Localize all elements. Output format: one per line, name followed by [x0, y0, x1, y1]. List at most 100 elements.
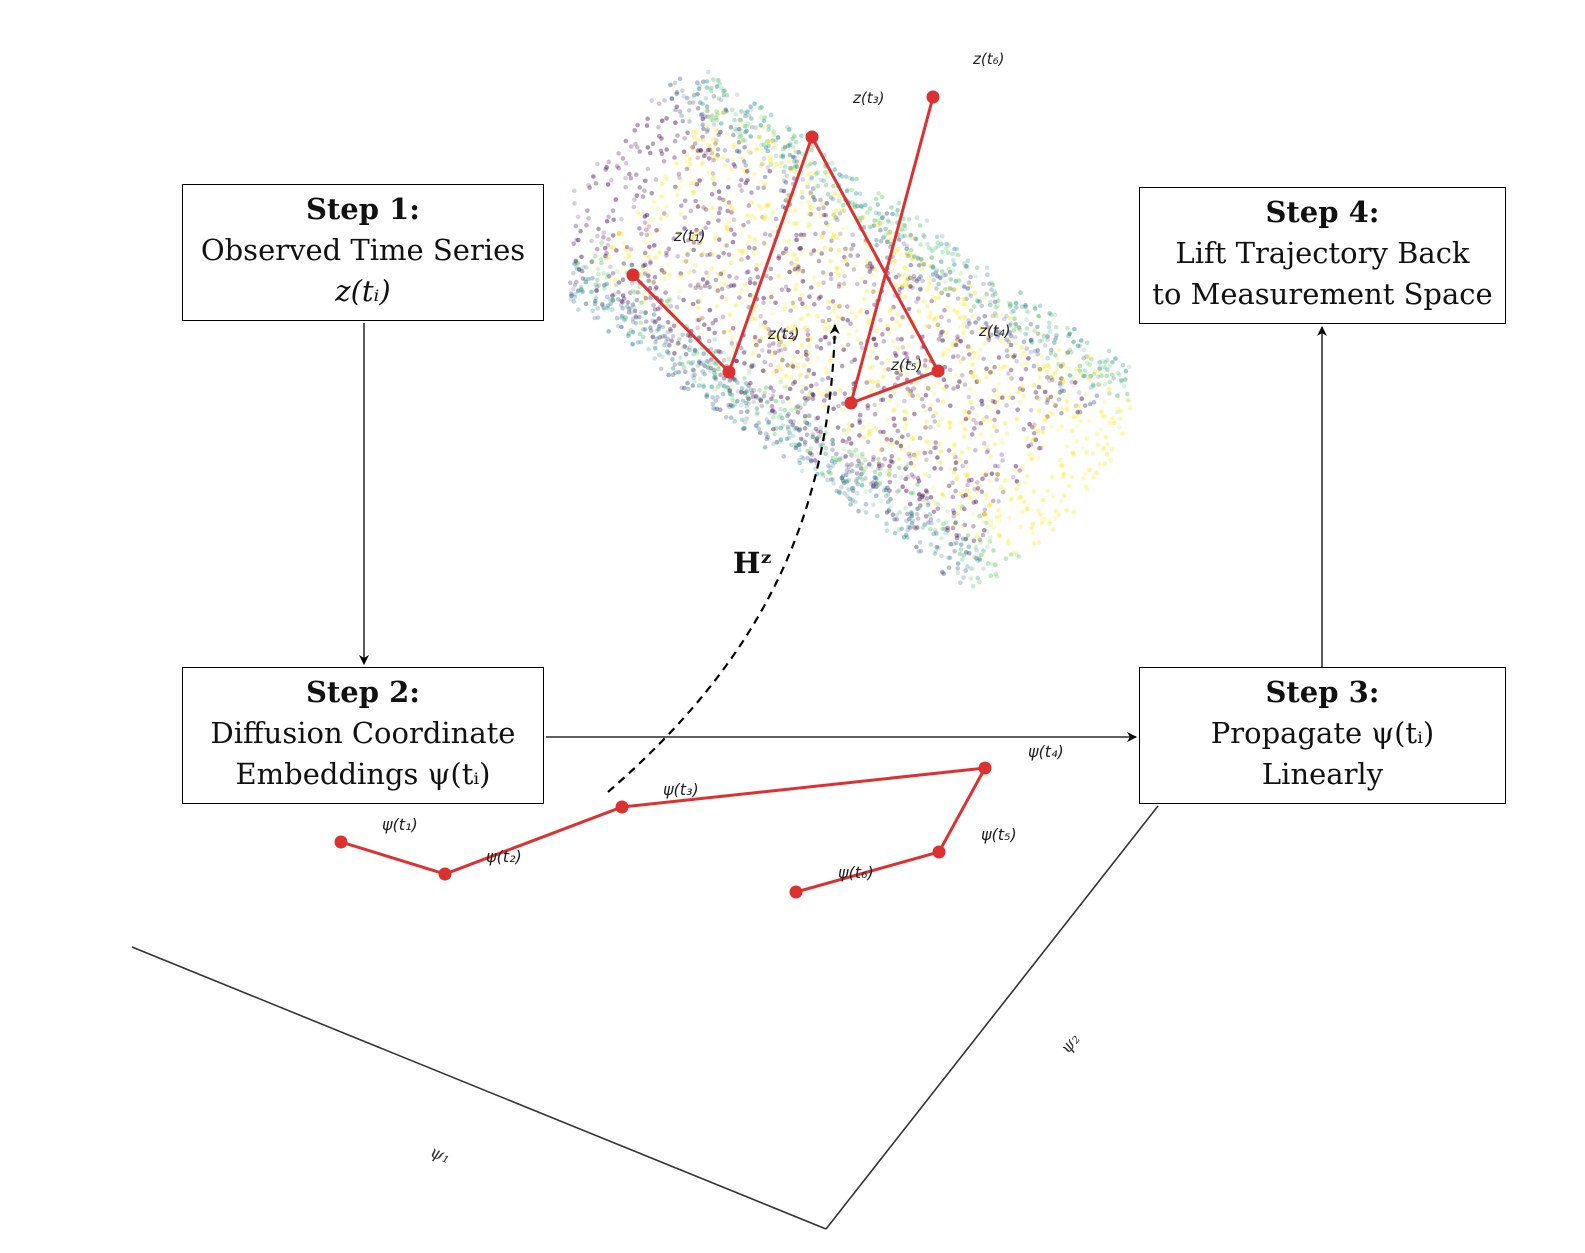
- manifold-sample-point: [907, 391, 912, 396]
- manifold-sample-point: [891, 390, 897, 396]
- embedding-trajectory: [334, 761, 992, 899]
- manifold-sample-point: [992, 417, 997, 423]
- manifold-sample-point: [897, 510, 902, 515]
- manifold-sample-point: [598, 257, 604, 262]
- manifold-sample-point: [761, 393, 767, 399]
- manifold-sample-point: [782, 306, 788, 312]
- manifold-sample-point: [575, 288, 581, 294]
- manifold-sample-point: [930, 264, 936, 269]
- manifold-sample-point: [791, 169, 797, 174]
- manifold-sample-point: [807, 294, 812, 300]
- manifold-sample-point: [764, 417, 770, 422]
- manifold-sample-point: [610, 271, 616, 276]
- manifold-sample-point: [793, 328, 798, 334]
- manifold-sample-point: [1076, 390, 1082, 395]
- manifold-sample-point: [966, 344, 971, 349]
- manifold-sample-point: [585, 208, 590, 213]
- manifold-sample-point: [678, 274, 684, 279]
- manifold-sample-point: [935, 322, 941, 328]
- manifold-sample-point: [592, 301, 598, 307]
- manifold-sample-point: [695, 106, 701, 111]
- manifold-sample-point: [623, 138, 629, 144]
- manifold-sample-point: [659, 136, 664, 141]
- manifold-sample-point: [650, 141, 656, 146]
- manifold-sample-point: [723, 296, 729, 302]
- manifold-sample-point: [958, 547, 964, 552]
- manifold-sample-point: [830, 437, 836, 443]
- manifold-sample-point: [870, 364, 876, 370]
- manifold-sample-point: [932, 551, 938, 556]
- manifold-sample-point: [831, 232, 837, 237]
- manifold-sample-point: [945, 483, 950, 489]
- manifold-sample-point: [1026, 443, 1031, 449]
- manifold-sample-point: [899, 283, 905, 288]
- manifold-sample-point: [659, 268, 665, 273]
- manifold-sample-point: [770, 130, 775, 136]
- manifold-sample-point: [717, 195, 722, 201]
- manifold-sample-point: [761, 156, 767, 161]
- manifold-sample-point: [1041, 516, 1047, 522]
- manifold-sample-point: [989, 471, 995, 477]
- manifold-sample-point: [845, 493, 850, 499]
- manifold-sample-point: [915, 393, 921, 398]
- manifold-sample-point: [734, 128, 739, 133]
- manifold-sample-point: [903, 532, 909, 538]
- manifold-sample-point: [704, 123, 709, 128]
- manifold-sample-point: [966, 544, 971, 550]
- manifold-sample-point: [768, 112, 774, 118]
- manifold-sample-point: [917, 505, 922, 511]
- manifold-sample-point: [992, 312, 998, 318]
- manifold-sample-point: [850, 498, 856, 503]
- manifold-sample-point: [790, 154, 796, 160]
- manifold-sample-point: [810, 212, 815, 217]
- manifold-sample-point: [604, 274, 610, 280]
- manifold-sample-point: [970, 583, 976, 589]
- manifold-sample-point: [741, 159, 747, 164]
- manifold-sample-point: [876, 461, 882, 467]
- manifold-sample-point: [599, 240, 604, 245]
- manifold-sample-point: [634, 315, 639, 320]
- manifold-sample-point: [882, 456, 887, 462]
- manifold-sample-point: [766, 419, 772, 425]
- manifold-sample-point: [764, 436, 769, 442]
- manifold-sample-point: [762, 390, 768, 396]
- manifold-sample-point: [695, 305, 701, 311]
- manifold-sample-point: [1019, 376, 1024, 382]
- manifold-sample-point: [1053, 324, 1059, 330]
- manifold-sample-point: [1016, 481, 1022, 487]
- manifold-sample-point: [783, 284, 789, 290]
- manifold-sample-point: [877, 481, 883, 486]
- manifold-sample-point: [902, 223, 908, 228]
- manifold-sample-point: [962, 427, 968, 432]
- manifold-sample-point: [897, 370, 902, 375]
- manifold-sample-point: [1020, 387, 1026, 393]
- manifold-sample-point: [646, 254, 652, 260]
- manifold-sample-point: [1010, 474, 1016, 480]
- manifold-sample-point: [648, 328, 654, 333]
- manifold-sample-point: [826, 305, 831, 311]
- manifold-sample-point: [681, 345, 686, 350]
- manifold-sample-point: [802, 442, 808, 447]
- manifold-sample-point: [875, 483, 881, 488]
- manifold-sample-point: [677, 109, 683, 114]
- manifold-sample-point: [773, 300, 778, 306]
- manifold-sample-point: [902, 265, 907, 271]
- manifold-sample-point: [916, 263, 922, 268]
- manifold-sample-point: [756, 420, 762, 426]
- manifold-sample-point: [1097, 369, 1103, 375]
- manifold-sample-point: [770, 311, 775, 316]
- manifold-sample-point: [686, 165, 691, 171]
- manifold-sample-point: [992, 525, 997, 530]
- manifold-sample-point: [888, 237, 893, 243]
- manifold-sample-point: [631, 204, 637, 210]
- manifold-sample-point: [793, 262, 798, 268]
- manifold-sample-point: [888, 458, 894, 464]
- manifold-sample-point: [784, 384, 790, 389]
- manifold-sample-point: [896, 456, 902, 462]
- manifold-sample-point: [851, 204, 857, 209]
- manifold-sample-point: [952, 262, 957, 267]
- manifold-sample-point: [982, 341, 987, 346]
- manifold-sample-point: [1035, 455, 1041, 461]
- manifold-sample-point: [848, 441, 854, 446]
- manifold-sample-point: [1078, 418, 1083, 424]
